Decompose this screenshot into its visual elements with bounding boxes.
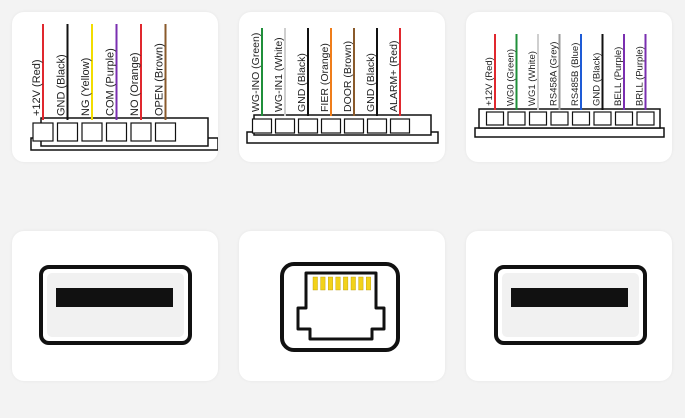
connector-card-b: WG-INO (Green) WG-IN1 (White) GND (Black) F… <box>239 12 445 162</box>
connector-pin-cell <box>528 111 548 126</box>
rj45-contact-pin <box>335 276 341 291</box>
wire-label: BRLL (Purple) <box>635 46 646 106</box>
wire-label: RS458A (Grey) <box>549 42 560 106</box>
connector-pin-cell <box>550 111 569 126</box>
wire-label: GND (Black) <box>365 53 377 112</box>
connector-pin-cell <box>636 111 655 126</box>
wire-label: FIER (Orange) <box>319 43 331 112</box>
wire-label: NO (Orange) <box>129 52 141 116</box>
wire-label: COM (Purple) <box>105 48 117 116</box>
wire-label: GND (Black) <box>296 53 308 112</box>
connector-a-diagram: +12V (Red) GND (Black) NG (Yellow) COM (Pur… <box>30 24 218 151</box>
wire-label: WG0 (Green) <box>506 49 517 106</box>
connector-pin-cell <box>614 111 634 126</box>
connector-card-c: +12V (Red) WG0 (Green) WG1 (White) RS458A (… <box>466 12 672 162</box>
connector-pin-cell <box>81 122 103 142</box>
connector-pin-cell <box>320 118 342 134</box>
wire-label: DOOR (Brown) <box>342 41 354 112</box>
rj45-port-icon <box>280 262 400 352</box>
rj45-pins <box>312 276 371 291</box>
wire-label: WG-INO (Green) <box>250 33 262 112</box>
rj45-contact-pin <box>365 276 371 291</box>
connector-pin-cell <box>274 118 296 134</box>
rj45-contact-pin <box>320 276 326 291</box>
rj45-contact-pin <box>327 276 333 291</box>
connector-pin-cell <box>105 122 128 142</box>
usb-port-icon <box>39 265 192 345</box>
connector-pin-cell <box>507 111 526 126</box>
wire-label: WG1 (White) <box>527 51 538 106</box>
rj45-contact-pin <box>343 276 349 291</box>
connector-pin-cell <box>251 118 273 134</box>
usb-port-icon <box>494 265 647 345</box>
connector-pin-cell <box>571 111 591 126</box>
usb-port-tongue <box>56 288 173 307</box>
rj45-contact-pin <box>350 276 356 291</box>
usb-port-tongue <box>511 288 628 307</box>
usb-card-left <box>12 231 218 381</box>
connector-pin-cell <box>593 111 612 126</box>
wire-label: +12V (Red) <box>484 57 495 106</box>
connector-pin-cell <box>343 118 365 134</box>
connector-pin-cell <box>297 118 319 134</box>
usb-card-right <box>466 231 672 381</box>
rj45-contact-pin <box>358 276 364 291</box>
connector-pin-cell <box>56 122 79 142</box>
wire-label: WG-IN1 (White) <box>273 37 285 112</box>
wire-label: ALARM+ (Red) <box>388 41 400 112</box>
connector-pin-cell <box>130 122 152 142</box>
connector-pin-cell <box>32 122 54 142</box>
connector-pin-cell <box>366 118 388 134</box>
connector-base <box>474 127 665 138</box>
connector-pin-cell <box>389 118 411 134</box>
wire-label: +12V (Red) <box>31 59 43 116</box>
rj45-contact-pin <box>312 276 318 291</box>
wire-label: NG (Yellow) <box>80 58 92 116</box>
wire-label: BELL (Purple) <box>613 47 624 106</box>
wire-label: OPEN (Brown) <box>154 43 166 116</box>
wire-label: GND (Black) <box>56 54 68 116</box>
connector-card-a: +12V (Red) GND (Black) NG (Yellow) COM (Pur… <box>12 12 218 162</box>
wire-label: RS485B (Blue) <box>570 43 581 106</box>
connector-pin-cell <box>154 122 177 142</box>
rj45-card <box>239 231 445 381</box>
wire-label: GND (Black) <box>592 53 603 106</box>
connector-c-diagram: +12V (Red) WG0 (Green) WG1 (White) RS458A (… <box>474 34 665 138</box>
connector-b-diagram: WG-INO (Green) WG-IN1 (White) GND (Black) F… <box>246 28 439 144</box>
rj45-socket <box>296 271 386 341</box>
connector-pin-cell <box>485 111 505 126</box>
